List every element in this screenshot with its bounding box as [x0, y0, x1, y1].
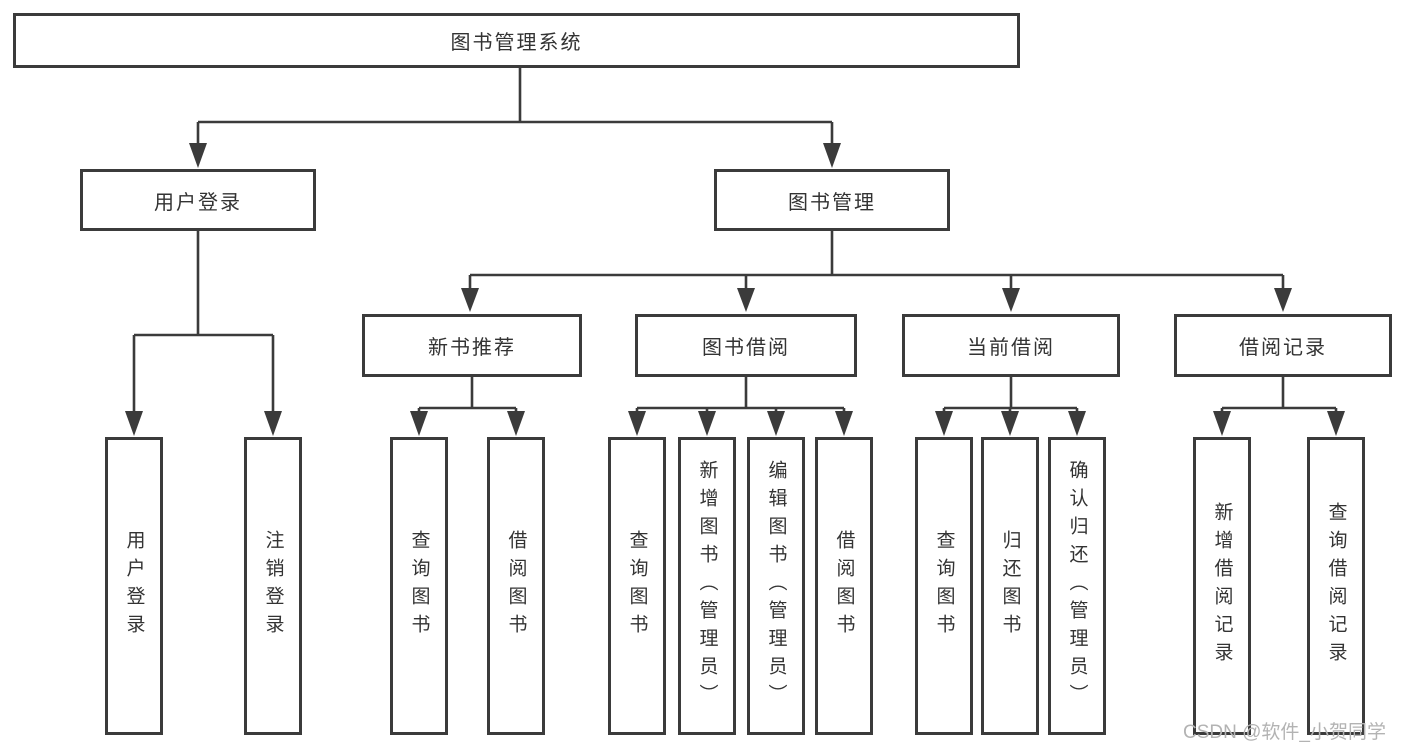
- leaf-edit-book-admin: 编辑图书（管理员）: [747, 437, 805, 735]
- node-borrow-record-label: 借阅记录: [1239, 337, 1327, 359]
- leaf-query-book-current-label: 查询图书: [933, 530, 955, 642]
- leaf-add-borrow-record: 新增借阅记录: [1193, 437, 1251, 735]
- node-root: 图书管理系统: [13, 13, 1020, 68]
- leaf-query-book-borrow-label: 查询图书: [626, 530, 648, 642]
- leaf-logout: 注销登录: [244, 437, 302, 735]
- node-book-borrow: 图书借阅: [635, 314, 857, 377]
- leaf-borrow-book: 借阅图书: [815, 437, 873, 735]
- leaf-borrow-book-label: 借阅图书: [833, 530, 855, 642]
- node-current-borrow-label: 当前借阅: [967, 337, 1055, 359]
- node-new-book-recommend: 新书推荐: [362, 314, 582, 377]
- leaf-query-borrow-record-label: 查询借阅记录: [1325, 502, 1347, 670]
- leaf-query-book-current: 查询图书: [915, 437, 973, 735]
- leaf-query-book-recommend-label: 查询图书: [408, 530, 430, 642]
- leaf-return-book-label: 归还图书: [999, 530, 1021, 642]
- leaf-confirm-return-admin: 确认归还（管理员）: [1048, 437, 1106, 735]
- leaf-edit-book-admin-label: 编辑图书（管理员）: [765, 460, 787, 712]
- node-user-login: 用户登录: [80, 169, 316, 231]
- leaf-logout-label: 注销登录: [262, 530, 284, 642]
- node-root-label: 图书管理系统: [450, 32, 583, 54]
- leaf-query-book-recommend: 查询图书: [390, 437, 448, 735]
- leaf-return-book: 归还图书: [981, 437, 1039, 735]
- node-borrow-record: 借阅记录: [1174, 314, 1392, 377]
- leaf-user-login-label: 用户登录: [123, 530, 145, 642]
- leaf-query-book-borrow: 查询图书: [608, 437, 666, 735]
- node-new-book-recommend-label: 新书推荐: [428, 337, 516, 359]
- arrowheads: [125, 143, 1345, 436]
- node-book-management: 图书管理: [714, 169, 950, 231]
- leaf-add-book-admin-label: 新增图书（管理员）: [696, 460, 718, 712]
- csdn-watermark: CSDN @软件_小贺同学: [1183, 722, 1386, 743]
- leaf-confirm-return-admin-label: 确认归还（管理员）: [1066, 460, 1088, 712]
- node-book-management-label: 图书管理: [788, 191, 876, 214]
- leaf-add-book-admin: 新增图书（管理员）: [678, 437, 736, 735]
- leaf-borrow-book-recommend-label: 借阅图书: [505, 530, 527, 642]
- leaf-borrow-book-recommend: 借阅图书: [487, 437, 545, 735]
- leaf-query-borrow-record: 查询借阅记录: [1307, 437, 1365, 735]
- node-user-login-label: 用户登录: [154, 191, 242, 214]
- leaf-add-borrow-record-label: 新增借阅记录: [1211, 502, 1233, 670]
- node-current-borrow: 当前借阅: [902, 314, 1120, 377]
- leaf-user-login: 用户登录: [105, 437, 163, 735]
- node-book-borrow-label: 图书借阅: [702, 337, 790, 359]
